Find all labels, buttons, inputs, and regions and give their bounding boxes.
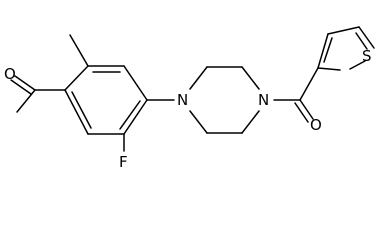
bond-ketone-co-2: [10, 79, 32, 95]
atom-fluorine: F: [119, 153, 128, 171]
bond-ring-methyl: [69, 34, 89, 67]
piperazine-ring: [189, 66, 260, 134]
bond-ketone-co-1: [14, 75, 36, 91]
benzene-ring: [64, 34, 175, 152]
ring-bond-4: [123, 99, 148, 135]
thio-double-1: [323, 37, 333, 63]
atom-oxygen-amide: O: [310, 116, 322, 134]
thio-bond-1: [317, 33, 329, 69]
ring-bond-1: [64, 65, 89, 91]
bond-amide-co-2: [294, 102, 309, 123]
ring-bond-6: [64, 89, 89, 135]
atom-nitrogen-aryl: N: [177, 91, 188, 109]
ring-double-3: [119, 100, 141, 130]
pip-bond-6: [189, 110, 208, 134]
acetyl-group: [10, 75, 66, 113]
molecule-diagram: O F N N O S: [4, 26, 375, 171]
thio-bond-3: [358, 26, 375, 49]
amide-group: [273, 67, 319, 123]
ring-bond-3: [123, 65, 148, 101]
pip-bond-1: [189, 66, 208, 90]
atom-oxygen-ketone: O: [4, 65, 16, 83]
pip-bond-4: [241, 110, 260, 134]
thiophene-ring: [317, 26, 375, 71]
atom-sulfur: S: [362, 47, 372, 65]
bond-carbonyl-thiophene: [299, 67, 319, 101]
bond-amide-co-1: [299, 99, 314, 120]
atom-nitrogen-amide: N: [258, 91, 269, 109]
ring-double-1: [71, 91, 92, 129]
bond-methyl-carbonyl: [16, 89, 36, 113]
pip-bond-3: [241, 66, 260, 90]
thio-bond-5: [317, 67, 341, 71]
thio-bond-2: [327, 26, 360, 35]
thio-double-2: [355, 32, 368, 50]
thio-bond-4: [349, 60, 366, 70]
